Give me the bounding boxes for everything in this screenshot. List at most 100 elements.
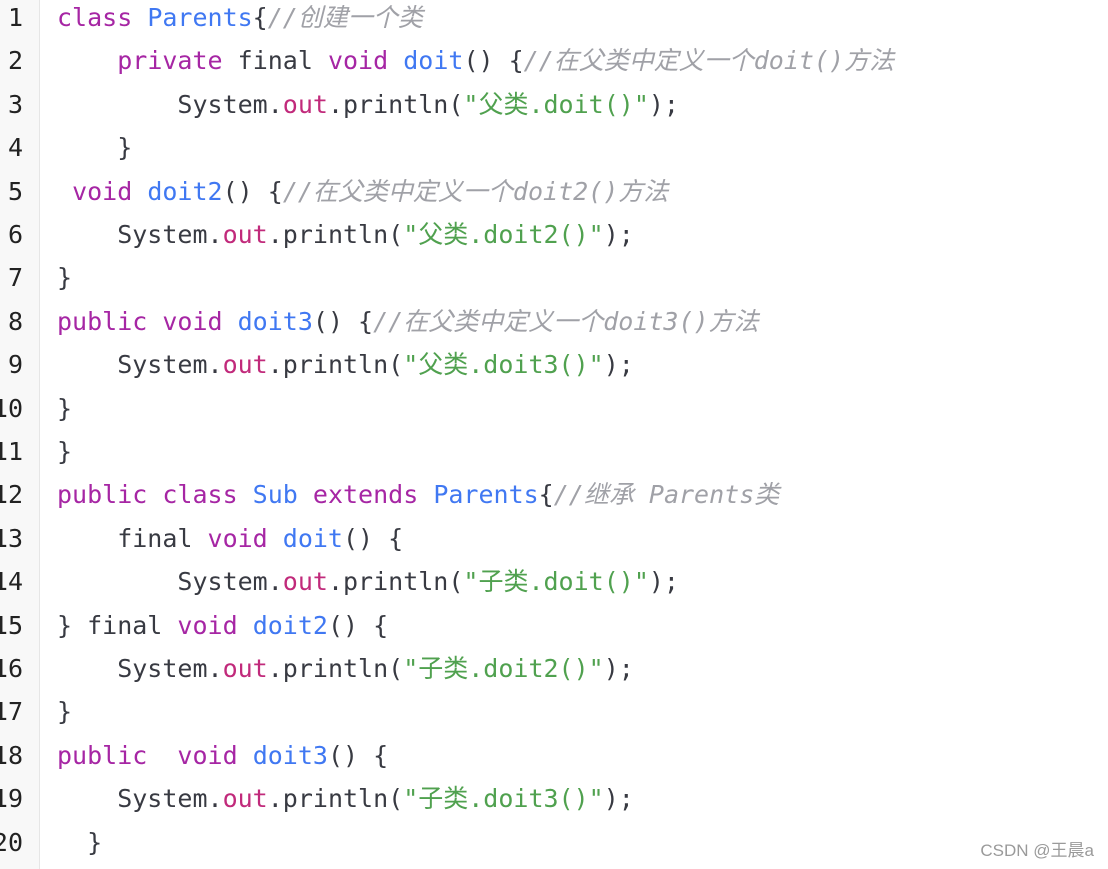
- code-token-fn: doit3: [252, 740, 328, 770]
- code-token-prop: out: [222, 784, 268, 814]
- line-number: 17: [0, 697, 23, 727]
- code-line: 4 }: [0, 126, 1108, 169]
- code-token-plain: System.: [57, 350, 223, 380]
- code-token-plain: );: [603, 654, 634, 683]
- code-text: }: [57, 430, 72, 473]
- code-token-plain: }: [57, 393, 73, 423]
- code-token-ty: Sub: [252, 480, 313, 510]
- code-token-prop: out: [222, 654, 268, 683]
- code-token-prop: out: [282, 567, 328, 597]
- code-token-ty: Parents: [433, 480, 539, 510]
- code-text: System.out.println("父类.doit3()");: [57, 343, 634, 386]
- code-token-plain: } final: [57, 610, 178, 640]
- line-number: 10: [0, 393, 23, 423]
- code-token-plain: }: [57, 437, 73, 466]
- code-token-cm: //继承 Parents类: [553, 480, 780, 510]
- code-token-kw: extends: [312, 480, 434, 510]
- code-token-prop: out: [222, 220, 268, 249]
- code-text: public class Sub extends Parents{//继承 Pa…: [57, 473, 779, 516]
- code-line: 10}: [0, 387, 1108, 430]
- line-number: 9: [7, 350, 23, 380]
- code-token-plain: () {: [327, 740, 389, 770]
- line-number: 12: [0, 480, 23, 510]
- code-token-cm: //在父类中定义一个doit3()方法: [373, 306, 759, 336]
- code-token-plain: () {: [463, 46, 524, 76]
- code-text: System.out.println("子类.doit3()");: [57, 777, 634, 820]
- code-token-plain: .println(: [327, 567, 464, 597]
- code-token-plain: final: [237, 46, 328, 76]
- code-token-plain: );: [648, 567, 679, 597]
- code-token-plain: final: [57, 523, 208, 553]
- line-number: 16: [0, 654, 23, 683]
- code-token-plain: () {: [343, 523, 404, 553]
- line-number: 2: [7, 46, 23, 76]
- code-token-kw: void: [177, 740, 253, 770]
- code-line: 9 System.out.println("父类.doit3()");: [0, 343, 1108, 386]
- code-token-kw: void: [162, 306, 238, 336]
- code-token-plain: );: [603, 784, 634, 814]
- line-number: 13: [0, 523, 23, 553]
- code-line: 7}: [0, 256, 1108, 299]
- code-text: }: [57, 126, 132, 169]
- code-text: System.out.println("子类.doit()");: [57, 560, 679, 603]
- code-text: public void doit3() {: [57, 734, 388, 777]
- code-text: System.out.println("子类.doit2()");: [57, 647, 634, 690]
- code-token-cm: //创建一个类: [267, 3, 423, 32]
- code-text: final void doit() {: [57, 517, 403, 560]
- code-token-str: "父类.doit()": [463, 89, 649, 119]
- code-token-plain: {: [538, 480, 554, 510]
- csdn-watermark: CSDN @王晨a: [980, 841, 1094, 860]
- line-number: 1: [7, 3, 23, 32]
- code-token-ty: Parents: [147, 3, 253, 32]
- code-token-plain: () {: [312, 306, 374, 336]
- line-number: 20: [0, 827, 23, 857]
- line-number: 3: [7, 89, 23, 119]
- code-line: 14 System.out.println("子类.doit()");: [0, 560, 1108, 603]
- line-number: 6: [7, 220, 23, 249]
- line-number-gutter: [0, 0, 40, 869]
- code-line: 17}: [0, 690, 1108, 733]
- code-line: 11}: [0, 430, 1108, 473]
- code-text: }: [57, 690, 72, 733]
- code-token-plain: );: [648, 89, 679, 119]
- code-line: 13 final void doit() {: [0, 517, 1108, 560]
- code-token-plain: System.: [57, 89, 283, 119]
- code-token-str: "子类.doit2()": [403, 654, 604, 683]
- code-line: 12 public class Sub extends Parents{//继承 …: [0, 473, 1108, 516]
- code-token-plain: System.: [57, 784, 223, 814]
- line-number: 8: [7, 306, 23, 336]
- code-token-plain: .println(: [267, 350, 404, 380]
- code-token-kw: private: [117, 46, 238, 76]
- code-line: 3 System.out.println("父类.doit()");: [0, 83, 1108, 126]
- line-number: 5: [7, 176, 23, 206]
- code-token-plain: System.: [57, 220, 223, 249]
- code-token-plain: .println(: [267, 784, 404, 814]
- code-token-plain: System.: [57, 567, 283, 597]
- line-number: 18: [0, 740, 23, 770]
- code-token-plain: System.: [57, 654, 223, 683]
- code-token-prop: out: [222, 350, 268, 380]
- code-token-plain: }: [57, 697, 73, 727]
- code-token-plain: () {: [327, 610, 389, 640]
- code-line: 16 System.out.println("子类.doit2()");: [0, 647, 1108, 690]
- code-token-plain: .println(: [267, 654, 404, 683]
- code-token-kw: void: [327, 46, 404, 76]
- code-token-fn: doit: [403, 46, 464, 76]
- code-token-kw: public: [57, 480, 163, 510]
- line-number: 19: [0, 784, 23, 814]
- code-line: 6 System.out.println("父类.doit2()");: [0, 213, 1108, 256]
- code-text: void doit2() {//在父类中定义一个doit2()方法: [57, 170, 668, 213]
- code-token-kw: public: [57, 740, 178, 770]
- code-text: class Parents{//创建一个类: [57, 0, 423, 39]
- code-text: private final void doit() {//在父类中定义一个doi…: [57, 39, 894, 82]
- code-line: 2 private final void doit() {//在父类中定义一个d…: [0, 39, 1108, 82]
- code-token-prop: out: [282, 89, 328, 119]
- code-token-fn: doit2: [147, 176, 223, 206]
- line-number: 14: [0, 567, 23, 597]
- code-token-kw: void: [177, 610, 253, 640]
- code-text: }: [57, 387, 72, 430]
- line-number: 4: [7, 133, 23, 163]
- code-token-plain: }: [57, 133, 133, 163]
- code-text: } final void doit2() {: [57, 604, 388, 647]
